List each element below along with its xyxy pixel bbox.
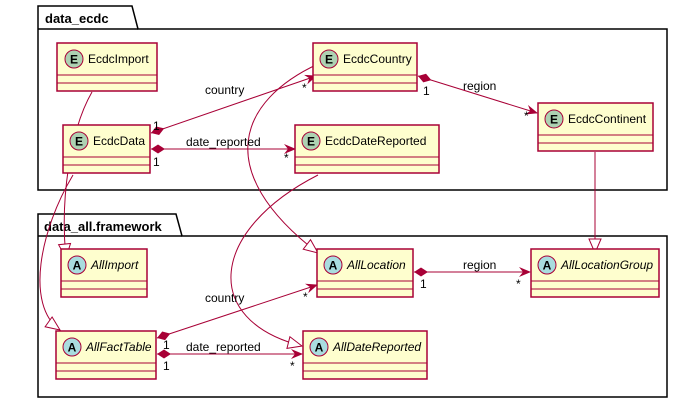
class-name: AllImport <box>90 258 139 272</box>
class-name: EcdcImport <box>88 52 149 66</box>
class-ecdc-country[interactable]: E EcdcCountry <box>312 42 418 92</box>
multiplicity-label: 1 <box>423 84 430 98</box>
class-name: EcdcContinent <box>568 112 647 126</box>
stereotype-letter: A <box>329 259 338 273</box>
entity-icon <box>301 131 321 151</box>
class-name: AllFactTable <box>85 340 152 354</box>
multiplicity-label: 1 <box>163 359 170 373</box>
edge-label-date-reported: date_reported <box>186 135 261 149</box>
multiplicity-label: * <box>284 151 289 165</box>
stereotype-letter: A <box>68 341 77 355</box>
entity-icon <box>544 109 564 129</box>
entity-icon <box>319 49 339 69</box>
entity-icon <box>64 49 84 69</box>
class-all-location[interactable]: A AllLocation <box>316 248 414 298</box>
abstract-icon <box>67 255 87 275</box>
class-name: EcdcData <box>93 134 145 148</box>
stereotype-letter: E <box>325 53 333 67</box>
multiplicity-label: * <box>290 359 295 373</box>
stereotype-letter: E <box>307 135 315 149</box>
stereotype-letter: E <box>70 53 78 67</box>
class-name: EcdcDateReported <box>325 134 426 148</box>
multiplicity-label: * <box>516 277 521 291</box>
generalization-ecdc-data <box>39 174 74 330</box>
edge-ecdc-country-continent <box>417 73 538 115</box>
multiplicity-label: 1 <box>153 119 160 133</box>
edge-label-region: region <box>463 79 496 93</box>
class-ecdc-import[interactable]: E EcdcImport <box>56 42 158 92</box>
class-all-date-reported[interactable]: A AllDateReported <box>302 330 428 380</box>
edge-label-date-reported: date_reported <box>186 340 261 354</box>
generalization-ecdc-country <box>247 63 318 253</box>
class-all-fact-table[interactable]: A AllFactTable <box>55 330 157 380</box>
edge-label-country: country <box>205 83 244 97</box>
class-all-location-group[interactable]: A AllLocationGroup <box>530 248 660 298</box>
class-name: AllLocationGroup <box>560 258 653 272</box>
stereotype-letter: A <box>73 259 82 273</box>
class-ecdc-data[interactable]: E EcdcData <box>62 124 151 174</box>
class-ecdc-continent[interactable]: E EcdcContinent <box>537 102 654 152</box>
multiplicity-label: 1 <box>163 338 170 352</box>
stereotype-letter: E <box>550 113 558 127</box>
class-name: AllLocation <box>346 258 406 272</box>
abstract-icon <box>309 337 329 357</box>
package-title: data_ecdc <box>45 11 109 26</box>
class-all-import[interactable]: A AllImport <box>60 248 148 298</box>
class-name: EcdcCountry <box>343 52 412 66</box>
multiplicity-label: * <box>303 290 308 304</box>
package-title: data_all.framework <box>44 219 163 234</box>
generalization-ecdc-date <box>230 174 319 346</box>
abstract-icon <box>537 255 557 275</box>
multiplicity-label: * <box>302 81 307 95</box>
stereotype-letter: A <box>543 259 552 273</box>
multiplicity-label: 1 <box>420 277 427 291</box>
stereotype-letter: E <box>75 135 83 149</box>
multiplicity-label: * <box>524 109 529 123</box>
edge-label-region: region <box>463 258 496 272</box>
class-ecdc-date-reported[interactable]: E EcdcDateReported <box>294 124 440 174</box>
entity-icon <box>69 131 89 151</box>
abstract-icon <box>62 337 82 357</box>
edge-label-country: country <box>205 291 244 305</box>
edge-all-fact-location <box>156 283 318 341</box>
multiplicity-label: 1 <box>153 155 160 169</box>
edge-ecdc-data-country <box>150 74 317 135</box>
class-name: AllDateReported <box>332 340 421 354</box>
abstract-icon <box>323 255 343 275</box>
stereotype-letter: A <box>315 341 324 355</box>
